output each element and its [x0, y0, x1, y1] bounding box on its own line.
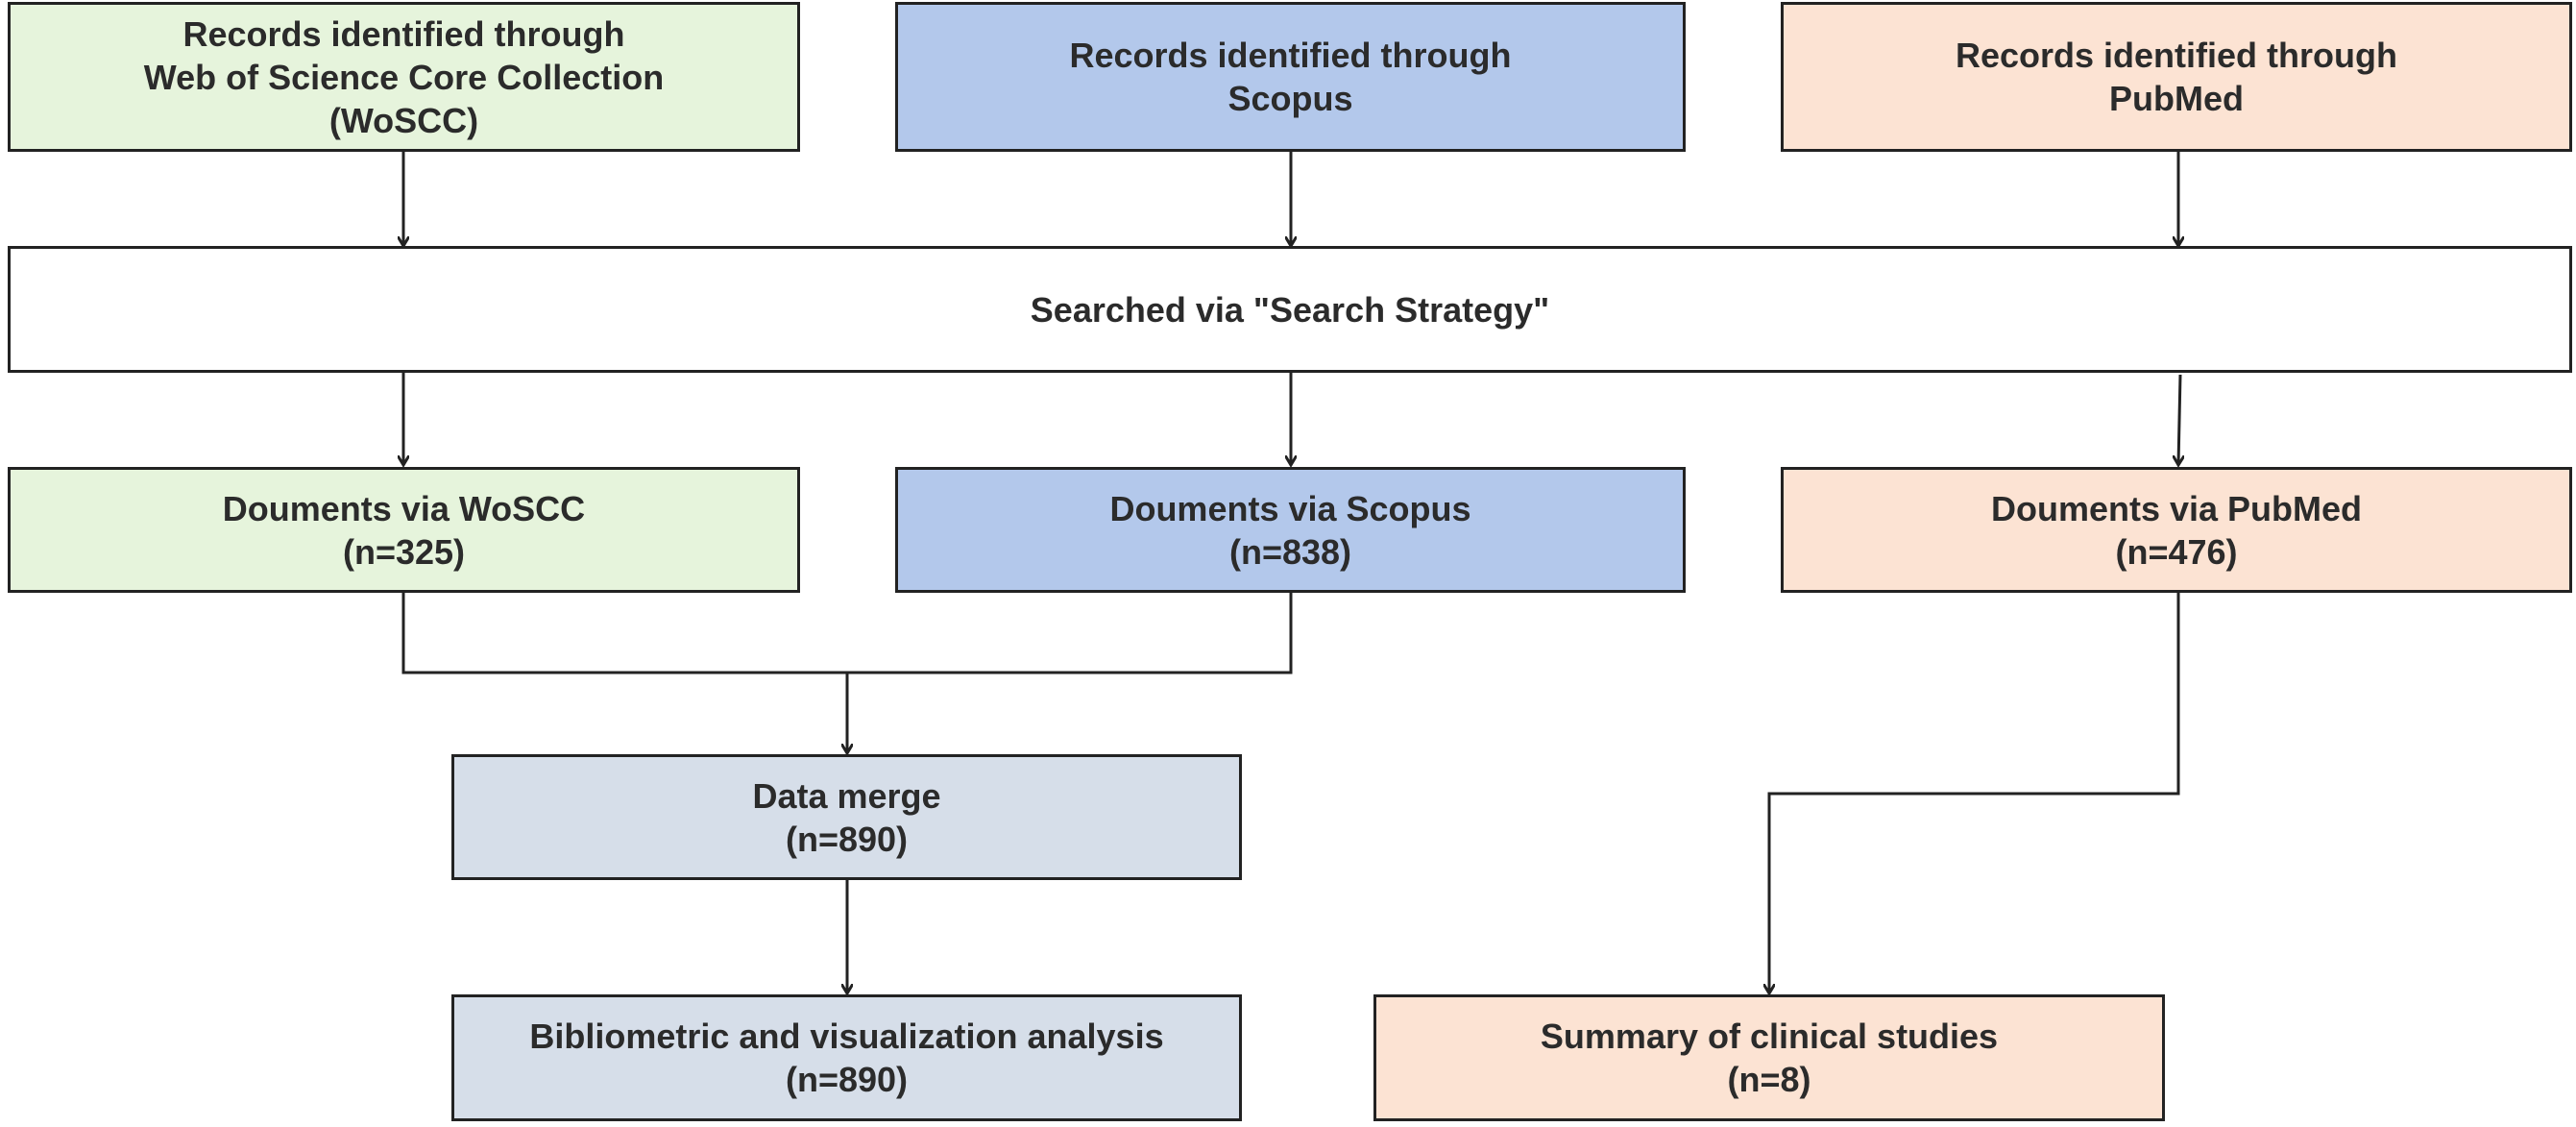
- data-merge-title: Data merge: [752, 775, 941, 816]
- documents-box-scopus: Douments via Scopus (n=838): [895, 467, 1686, 593]
- documents-woscc-title: Douments via WoSCC: [222, 488, 586, 528]
- search-strategy-label: Searched via "Search Strategy": [1030, 289, 1550, 330]
- documents-pubmed-title: Douments via PubMed: [1990, 488, 2363, 528]
- source-box-pubmed: Records identified through PubMed: [1781, 2, 2572, 152]
- arrow-pubmed-docs-to-clinical: [1769, 593, 2180, 993]
- clinical-studies-box: Summary of clinical studies (n=8): [1373, 994, 2165, 1121]
- documents-pubmed-count: (n=476): [2115, 531, 2238, 572]
- data-merge-count: (n=890): [785, 819, 909, 859]
- source-box-woscc: Records identified through Web of Scienc…: [8, 2, 800, 152]
- source-woscc-line-3: (WoSCC): [328, 100, 479, 140]
- data-merge-box: Data merge (n=890): [451, 754, 1242, 880]
- documents-scopus-count: (n=838): [1228, 531, 1352, 572]
- clinical-studies-title: Summary of clinical studies: [1540, 1017, 1999, 1056]
- documents-box-pubmed: Douments via PubMed (n=476): [1781, 467, 2572, 593]
- source-woscc-line-2: Web of Science Core Collection: [143, 57, 665, 97]
- source-box-scopus: Records identified through Scopus: [895, 2, 1686, 152]
- connector-woscc-docs-merge: [401, 593, 1293, 674]
- analysis-count: (n=890): [785, 1060, 909, 1099]
- arrow-search-to-pubmed-docs: [2178, 374, 2180, 465]
- analysis-title: Bibliometric and visualization analysis: [529, 1017, 1164, 1056]
- clinical-studies-count: (n=8): [1727, 1060, 1811, 1099]
- source-pubmed-line-1: Records identified through: [1955, 36, 2397, 75]
- documents-scopus-title: Douments via Scopus: [1109, 488, 1471, 528]
- source-woscc-line-1: Records identified through: [182, 13, 625, 54]
- documents-woscc-count: (n=325): [342, 531, 466, 572]
- search-strategy-box: Searched via "Search Strategy": [8, 246, 2572, 373]
- analysis-box: Bibliometric and visualization analysis …: [451, 994, 1242, 1121]
- documents-box-woscc: Douments via WoSCC (n=325): [8, 467, 800, 593]
- source-scopus-line-1: Records identified through: [1069, 36, 1512, 75]
- source-scopus-line-2: Scopus: [1227, 79, 1353, 118]
- source-pubmed-line-2: PubMed: [2109, 79, 2244, 118]
